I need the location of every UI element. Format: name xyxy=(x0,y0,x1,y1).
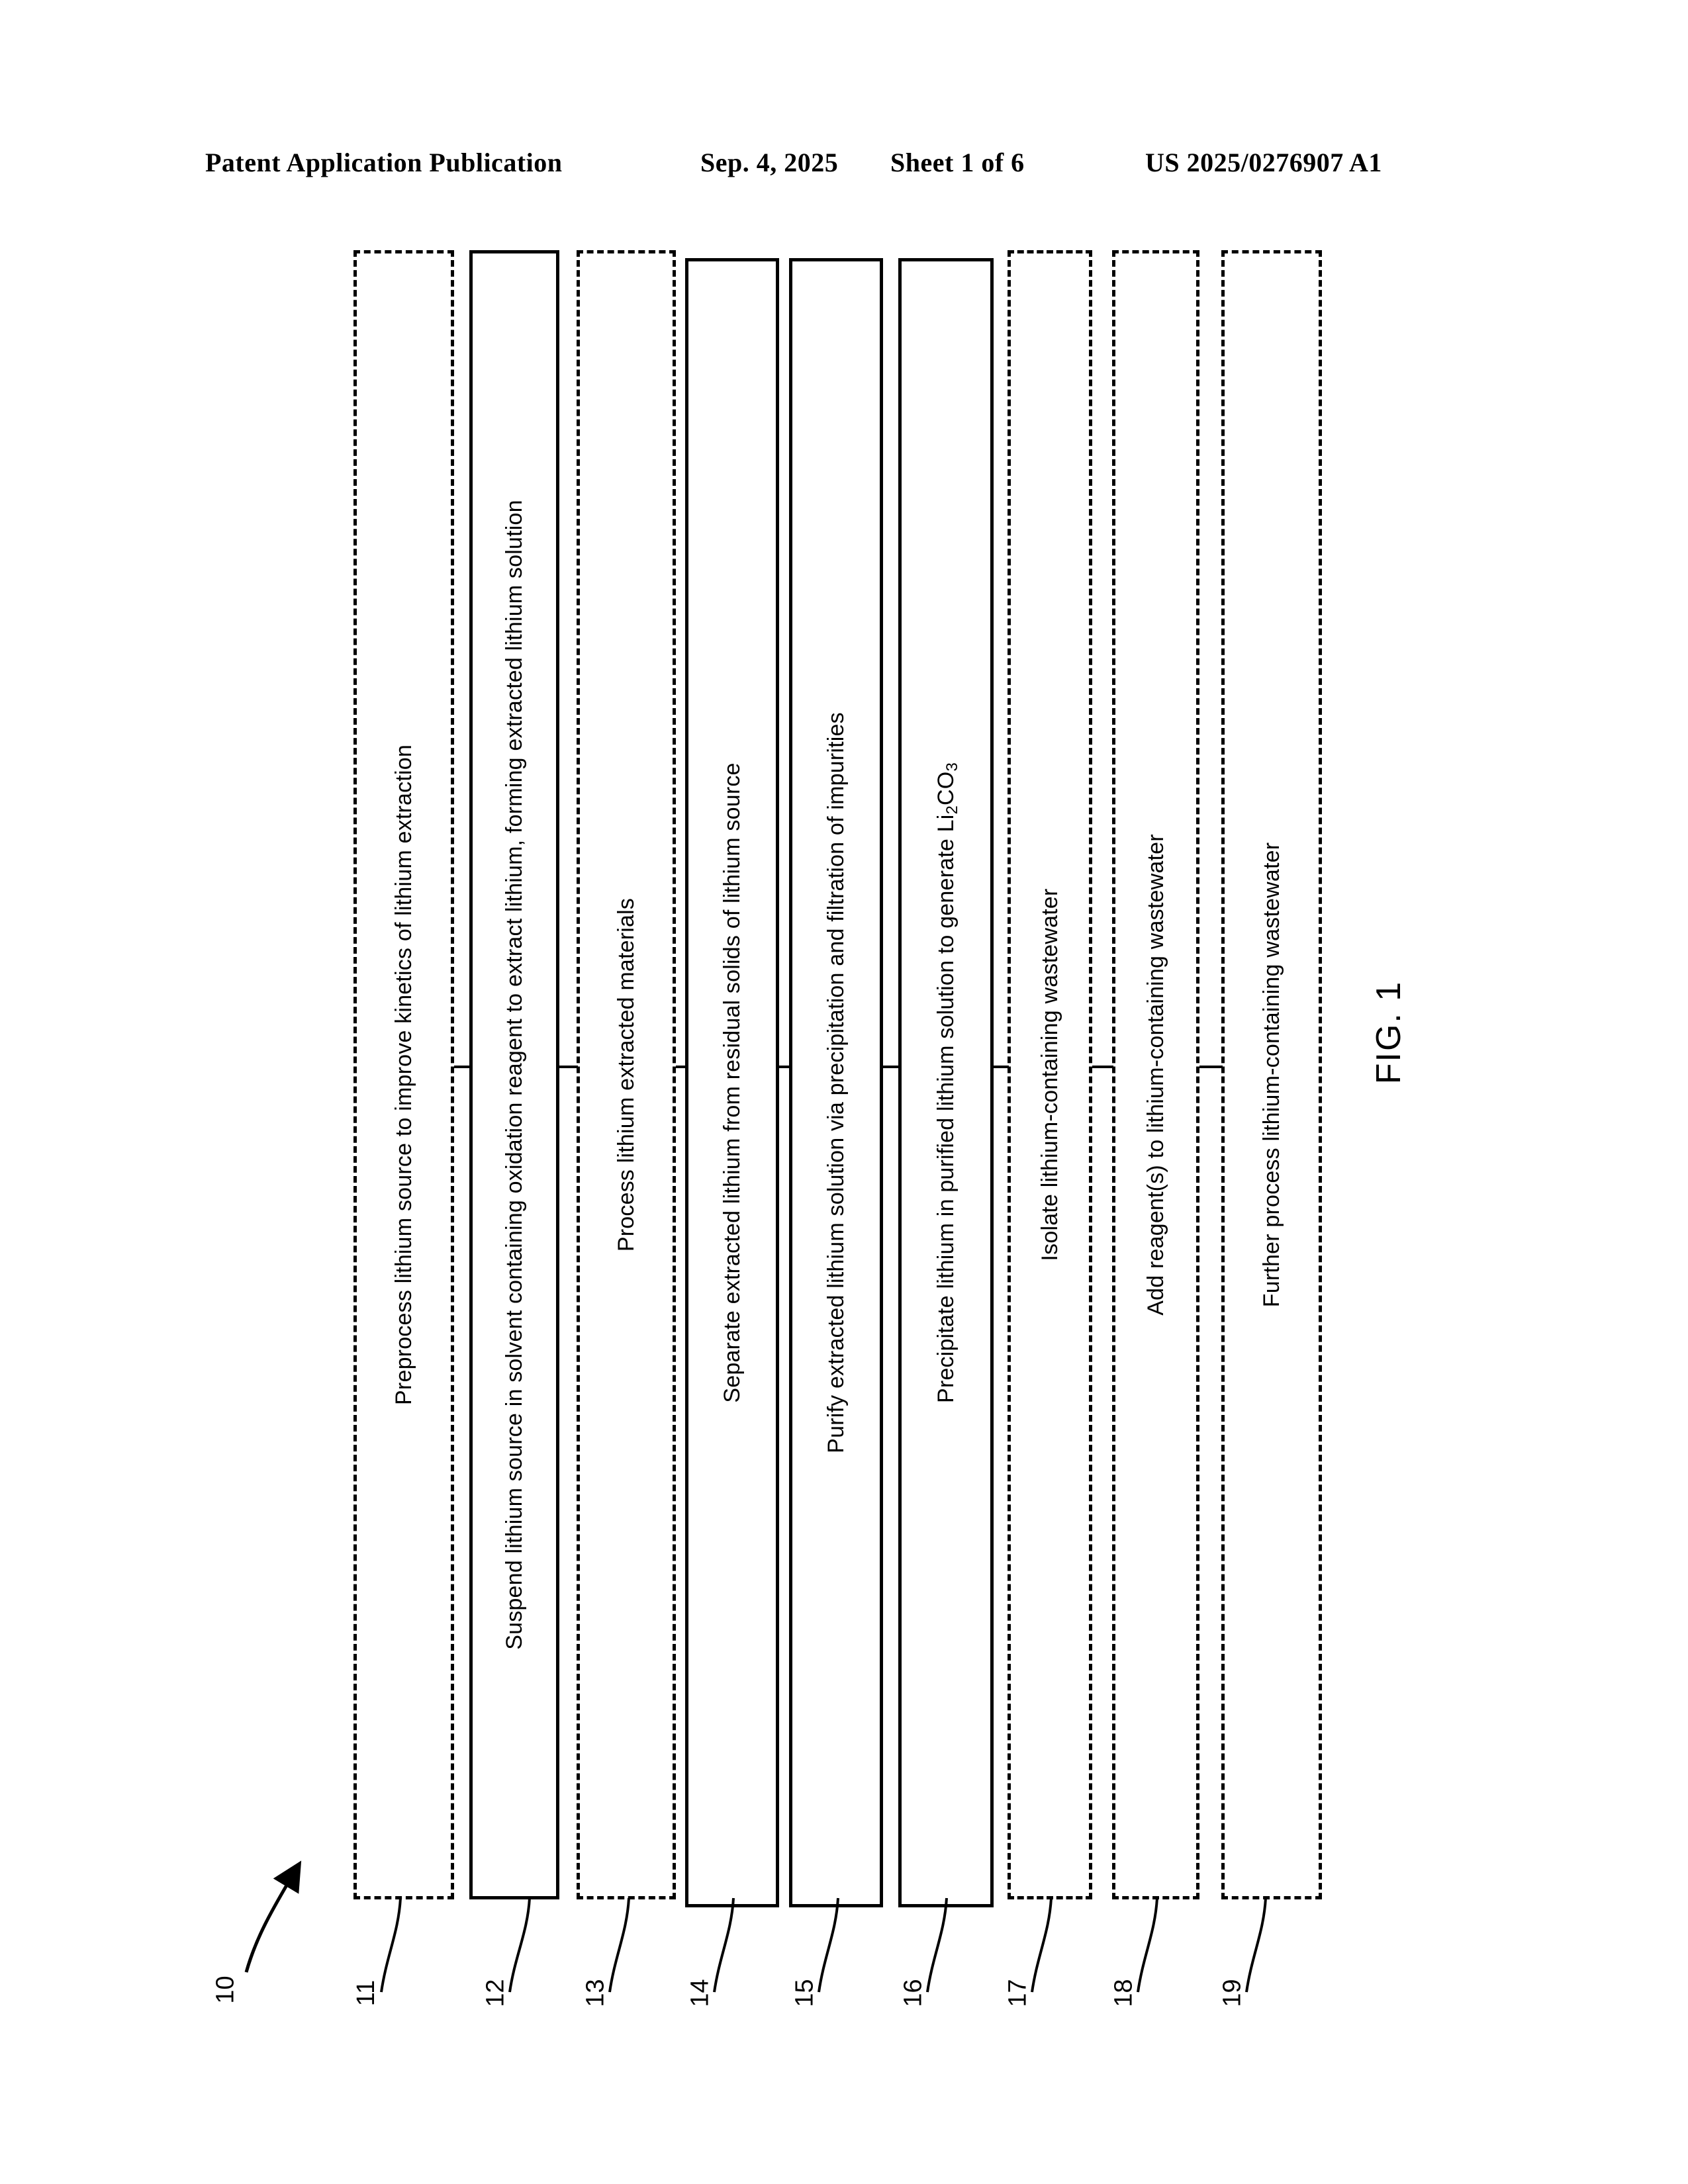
header-document-number: US 2025/0276907 A1 xyxy=(1145,148,1382,177)
connector-11-12 xyxy=(454,1066,471,1068)
flow-step-15-box: Purify extracted lithium solution via pr… xyxy=(789,258,883,1907)
flow-step-19-box: Further process lithium-containing waste… xyxy=(1221,250,1322,1899)
flow-step-19-label: Further process lithium-containing waste… xyxy=(1259,842,1284,1308)
flow-step-16-label-sub1: 2 xyxy=(943,805,961,815)
flow-step-12-label: Suspend lithium source in solvent contai… xyxy=(502,500,527,1650)
reference-number-12: 12 xyxy=(481,1979,510,2007)
reference-number-18: 18 xyxy=(1109,1979,1138,2007)
connector-16-17 xyxy=(994,1066,1009,1068)
flow-step-14-label: Separate extracted lithium from residual… xyxy=(720,762,745,1403)
flow-step-11-label: Preprocess lithium source to improve kin… xyxy=(391,745,416,1405)
header-publication-date: Sep. 4, 2025 xyxy=(700,148,839,177)
flow-step-16-box: Precipitate lithium in purified lithium … xyxy=(898,258,994,1907)
reference-number-19: 19 xyxy=(1218,1979,1246,2007)
flow-step-12-box: Suspend lithium source in solvent contai… xyxy=(469,250,559,1899)
header-publication-title: Patent Application Publication xyxy=(205,148,563,177)
reference-number-10: 10 xyxy=(211,1976,240,2004)
flow-step-18-label: Add reagent(s) to lithium-containing was… xyxy=(1143,834,1168,1316)
flow-step-16-label: Precipitate lithium in purified lithium … xyxy=(933,762,961,1404)
connector-18-19 xyxy=(1199,1066,1223,1068)
flow-step-14-box: Separate extracted lithium from residual… xyxy=(685,258,779,1907)
connector-15-16 xyxy=(883,1066,900,1068)
connector-12-13 xyxy=(559,1066,578,1068)
reference-number-13: 13 xyxy=(581,1979,610,2007)
connector-13-14 xyxy=(676,1066,686,1068)
flow-step-13-label: Process lithium extracted materials xyxy=(614,897,639,1252)
reference-number-15: 15 xyxy=(790,1979,819,2007)
connector-14-15 xyxy=(779,1066,790,1068)
reference-number-16: 16 xyxy=(899,1979,927,2007)
flow-step-16-label-sub2: 3 xyxy=(943,762,961,772)
connector-17-18 xyxy=(1092,1066,1113,1068)
page-header: Patent Application Publication Sep. 4, 2… xyxy=(0,147,1688,193)
flow-step-15-label: Purify extracted lithium solution via pr… xyxy=(823,712,849,1453)
reference-leader-lines xyxy=(380,1897,1267,1993)
figure-caption: FIG. 1 xyxy=(1370,980,1409,1085)
flow-step-17-label: Isolate lithium-containing wastewater xyxy=(1037,888,1062,1261)
flow-step-18-box: Add reagent(s) to lithium-containing was… xyxy=(1112,250,1199,1899)
flow-step-17-box: Isolate lithium-containing wastewater xyxy=(1008,250,1092,1899)
flow-step-16-label-pre: Precipitate lithium in purified lithium … xyxy=(933,814,959,1404)
flow-step-13-box: Process lithium extracted materials xyxy=(577,250,676,1899)
header-sheet-number: Sheet 1 of 6 xyxy=(890,148,1025,177)
flow-step-11-box: Preprocess lithium source to improve kin… xyxy=(353,250,454,1899)
overall-reference-arrow xyxy=(244,1860,302,1973)
reference-number-14: 14 xyxy=(686,1979,714,2007)
flow-step-16-label-mid: CO xyxy=(933,771,959,805)
reference-number-17: 17 xyxy=(1004,1979,1032,2007)
